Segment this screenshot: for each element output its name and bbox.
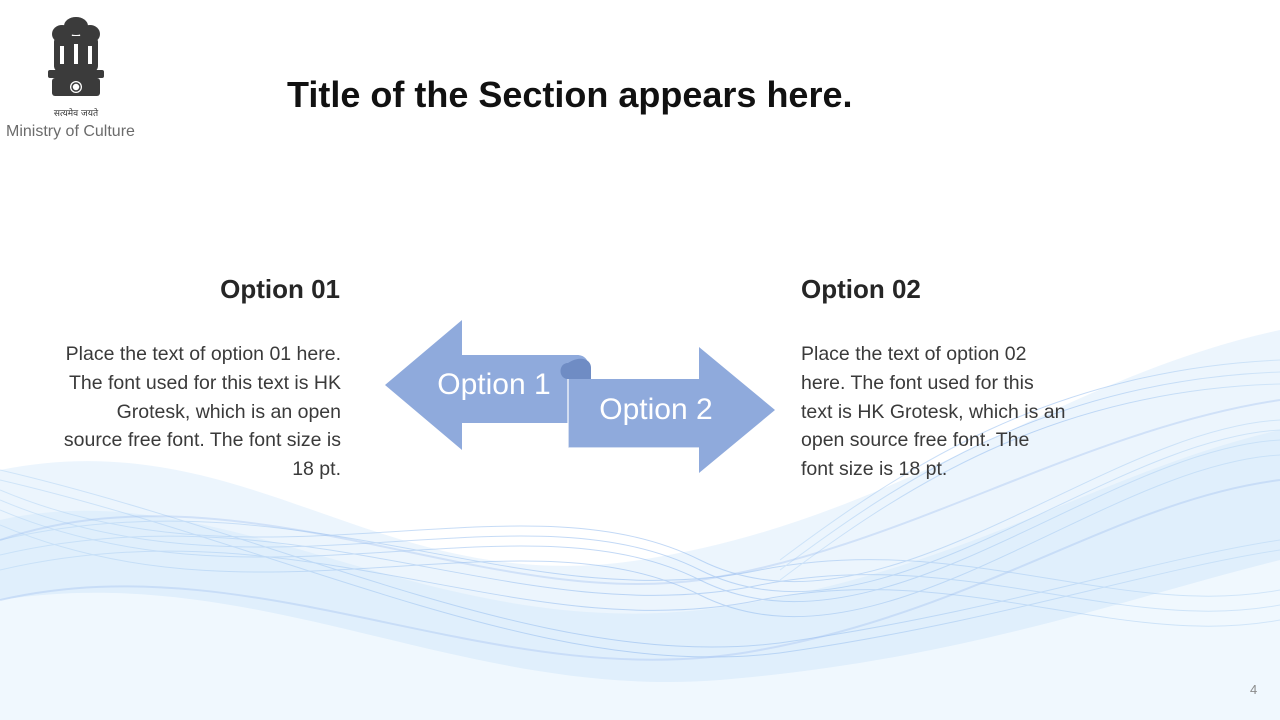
right-arrow-shape: [560, 347, 775, 473]
option-02-heading: Option 02: [801, 274, 921, 304]
ministry-name: Ministry of Culture: [6, 123, 135, 140]
national-emblem-icon: सत्यमेव जयते: [48, 17, 104, 119]
option-01-text: Place the text of option 01 here. The fo…: [63, 343, 341, 481]
section-title: Title of the Section appears here.: [287, 74, 853, 115]
options-arrow-diagram: Option 1 Option 2: [385, 320, 775, 473]
left-arrow-shape: [385, 320, 589, 450]
option-02-text: Place the text of option 02 here. The fo…: [801, 343, 1066, 481]
option-1-arrow-label: Option 1: [437, 368, 550, 401]
motto-text: सत्यमेव जयते: [54, 107, 99, 119]
arrow-fold-shape: [560, 358, 592, 379]
option-2-arrow-label: Option 2: [599, 393, 712, 426]
page-number: 4: [1250, 682, 1258, 697]
option-01-heading: Option 01: [220, 274, 340, 304]
